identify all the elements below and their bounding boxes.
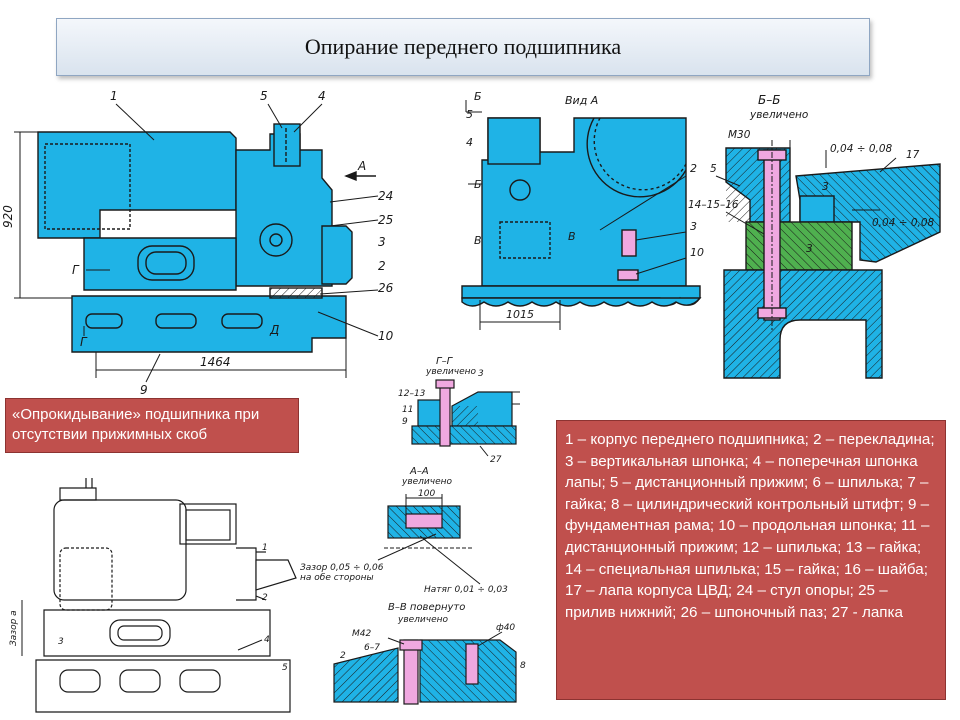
section-aa-gap: Зазор 0,05 ÷ 0,06 xyxy=(300,563,384,573)
section-bb-stud xyxy=(763,149,781,321)
section-vv-2: 2 xyxy=(340,651,346,661)
view-a-dim-1015: 1015 xyxy=(506,308,534,321)
view-a-label-10: 10 xyxy=(690,246,704,259)
slide-title: Опирание переднего подшипника xyxy=(304,34,622,59)
main-label-5: 5 xyxy=(260,89,268,103)
section-gg-stud xyxy=(439,383,451,447)
tilt-label-gap: Зазор а xyxy=(9,610,19,646)
main-dim-1464: 1464 xyxy=(200,355,231,369)
view-a-label-v-inner: В xyxy=(568,230,576,243)
tilt-label-4: 4 xyxy=(264,635,270,645)
main-label-1: 1 xyxy=(110,89,118,103)
section-vv-title: В–В повернуто xyxy=(388,602,465,613)
section-vv xyxy=(333,631,517,705)
title-box: Опирание переднего подшипника xyxy=(56,18,870,76)
tilt-view-labels: 1 2 3 4 5 Зазор а xyxy=(9,543,288,673)
section-bb-gap2: 0,04 ÷ 0,08 xyxy=(872,217,935,229)
section-gg-11: 11 xyxy=(402,405,413,415)
tilt-view xyxy=(21,478,297,713)
section-bb-gap1: 0,04 ÷ 0,08 xyxy=(830,143,893,155)
section-aa-labels: А–А увеличено 100 Зазор 0,05 ÷ 0,06 на о… xyxy=(300,466,508,595)
section-vv-subtitle: увеличено xyxy=(397,615,449,625)
section-aa-gap-sub: на обе стороны xyxy=(300,573,374,583)
tilt-label-3: 3 xyxy=(58,637,64,647)
section-bb-subtitle: увеличено xyxy=(749,109,808,121)
section-bb-m30: М30 xyxy=(728,129,751,141)
view-a-labels: Вид А Б 5 4 Б 2 3 10 В В 1015 xyxy=(466,90,704,321)
main-view-labels: 1 5 4 А 24 25 3 2 26 10 9 Г Г Д 920 1464 xyxy=(1,89,394,397)
base-frame xyxy=(71,295,347,353)
section-bb-5: 5 xyxy=(710,163,717,175)
section-gg-subtitle: увеличено xyxy=(425,367,477,377)
main-label-a: А xyxy=(357,159,366,173)
main-label-24: 24 xyxy=(378,189,393,203)
section-vv-phi40: ф40 xyxy=(496,623,515,633)
section-bb-title: Б–Б xyxy=(758,93,780,107)
section-aa-key xyxy=(405,513,443,529)
view-a-label-v-left: В xyxy=(474,234,482,247)
view-a-label-3: 3 xyxy=(690,220,697,233)
bearing-housing xyxy=(37,131,237,239)
view-a-label-5: 5 xyxy=(466,108,473,121)
tilt-caption-text: «Опрокидывание» подшипника при отсутстви… xyxy=(12,406,260,443)
section-gg xyxy=(411,379,520,457)
bearing-stand xyxy=(235,133,333,287)
section-aa-dim: 100 xyxy=(418,489,435,499)
main-label-9: 9 xyxy=(140,383,148,397)
section-aa-subtitle: увеличено xyxy=(401,477,453,487)
tilt-label-1: 1 xyxy=(262,543,268,553)
main-label-g-bottom: Г xyxy=(80,335,88,349)
section-bb-141516: 14–15–16 xyxy=(688,199,739,211)
main-label-4: 4 xyxy=(318,89,326,103)
tilt-label-5: 5 xyxy=(282,663,288,673)
section-bb xyxy=(715,140,941,379)
section-bb-3-top: 3 xyxy=(822,181,829,193)
main-label-d: Д xyxy=(269,323,279,337)
section-gg-1213: 12–13 xyxy=(398,389,426,399)
main-dim-920: 920 xyxy=(1,205,15,228)
main-label-g-left: Г xyxy=(72,263,80,277)
section-vv-pin xyxy=(465,643,479,685)
main-label-26: 26 xyxy=(378,281,394,295)
parts-legend-text: 1 – корпус переднего подшипника; 2 – пер… xyxy=(565,431,935,621)
view-a xyxy=(461,100,702,330)
view-a-title: Вид А xyxy=(565,94,598,107)
tilt-caption: «Опрокидывание» подшипника при отсутстви… xyxy=(5,398,299,453)
section-vv-m42: М42 xyxy=(352,629,371,639)
view-a-label-2: 2 xyxy=(690,162,697,175)
main-label-3: 3 xyxy=(378,235,386,249)
section-gg-27: 27 xyxy=(490,455,502,465)
section-bb-17: 17 xyxy=(906,149,920,161)
section-gg-9: 9 xyxy=(402,417,408,427)
section-vv-67: 6–7 xyxy=(364,643,380,653)
main-label-2: 2 xyxy=(378,259,386,273)
parts-legend: 1 – корпус переднего подшипника; 2 – пер… xyxy=(556,420,946,700)
main-view xyxy=(14,103,379,383)
section-gg-3: 3 xyxy=(478,369,484,379)
section-aa-title: А–А xyxy=(409,466,429,477)
main-label-10: 10 xyxy=(378,329,394,343)
section-gg-title: Г–Г xyxy=(436,356,454,367)
flange-circle xyxy=(259,223,293,257)
section-aa-tension: Натяг 0,01 ÷ 0,03 xyxy=(424,585,508,595)
main-label-25: 25 xyxy=(378,213,393,227)
section-aa xyxy=(377,494,481,585)
view-a-label-b-mid: Б xyxy=(474,178,482,191)
section-vv-labels: В–В повернуто увеличено М42 6–7 ф40 2 8 xyxy=(340,602,526,671)
section-bb-3-side: 3 xyxy=(806,243,813,255)
view-a-label-b-top: Б xyxy=(474,90,482,103)
view-a-label-4: 4 xyxy=(466,136,473,149)
section-gg-labels: Г–Г увеличено 12–13 3 11 9 27 xyxy=(398,356,502,465)
tilt-label-2: 2 xyxy=(262,593,268,603)
section-bb-labels: Б–Б увеличено М30 0,04 ÷ 0,08 0,04 ÷ 0,0… xyxy=(688,93,935,255)
section-vv-8: 8 xyxy=(520,661,526,671)
